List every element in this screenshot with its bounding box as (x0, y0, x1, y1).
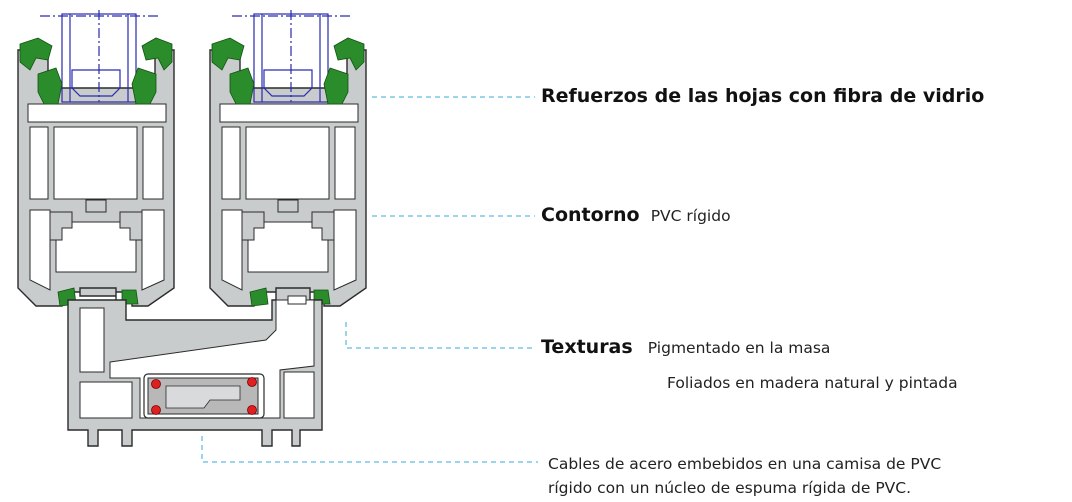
steel-cable-reinforcement (143, 373, 265, 419)
label-cables: Cables de acero embebidos en una camisa … (548, 452, 941, 500)
steel-cable-dot (151, 379, 161, 389)
label-contorno: Contorno PVC rígido (541, 204, 731, 226)
steel-cable-dot (151, 405, 161, 415)
label-texturas-title: Texturas (541, 336, 633, 358)
leader-lines (201, 96, 538, 463)
label-cables-line1: Cables de acero embebidos en una camisa … (548, 455, 942, 473)
right-sash-profile (209, 49, 367, 307)
right-glazing-gaskets (211, 37, 365, 105)
left-sash-profile (17, 49, 175, 307)
steel-cable-dot (247, 377, 257, 387)
outer-frame-profile (67, 287, 323, 447)
label-contorno-text: PVC rígido (650, 207, 731, 225)
right-interlock-gaskets (249, 287, 331, 307)
label-texturas: Texturas Pigmentado en la masa (541, 336, 830, 358)
leader-cables (201, 436, 538, 463)
label-texturas-line1: Pigmentado en la masa (647, 339, 831, 357)
leader-texturas (345, 322, 535, 349)
label-texturas-line2: Foliados en madera natural y pintada (667, 374, 958, 392)
label-contorno-title: Contorno (541, 204, 640, 226)
label-cables-line2: rígido con un núcleo de espuma rígida de… (548, 479, 912, 497)
left-glass-pane (40, 10, 160, 103)
left-glazing-gaskets (19, 37, 173, 105)
label-refuerzos-title: Refuerzos de las hojas con fibra de vidr… (541, 85, 985, 107)
right-glass-pane (232, 10, 352, 103)
steel-cable-dot (247, 405, 257, 415)
